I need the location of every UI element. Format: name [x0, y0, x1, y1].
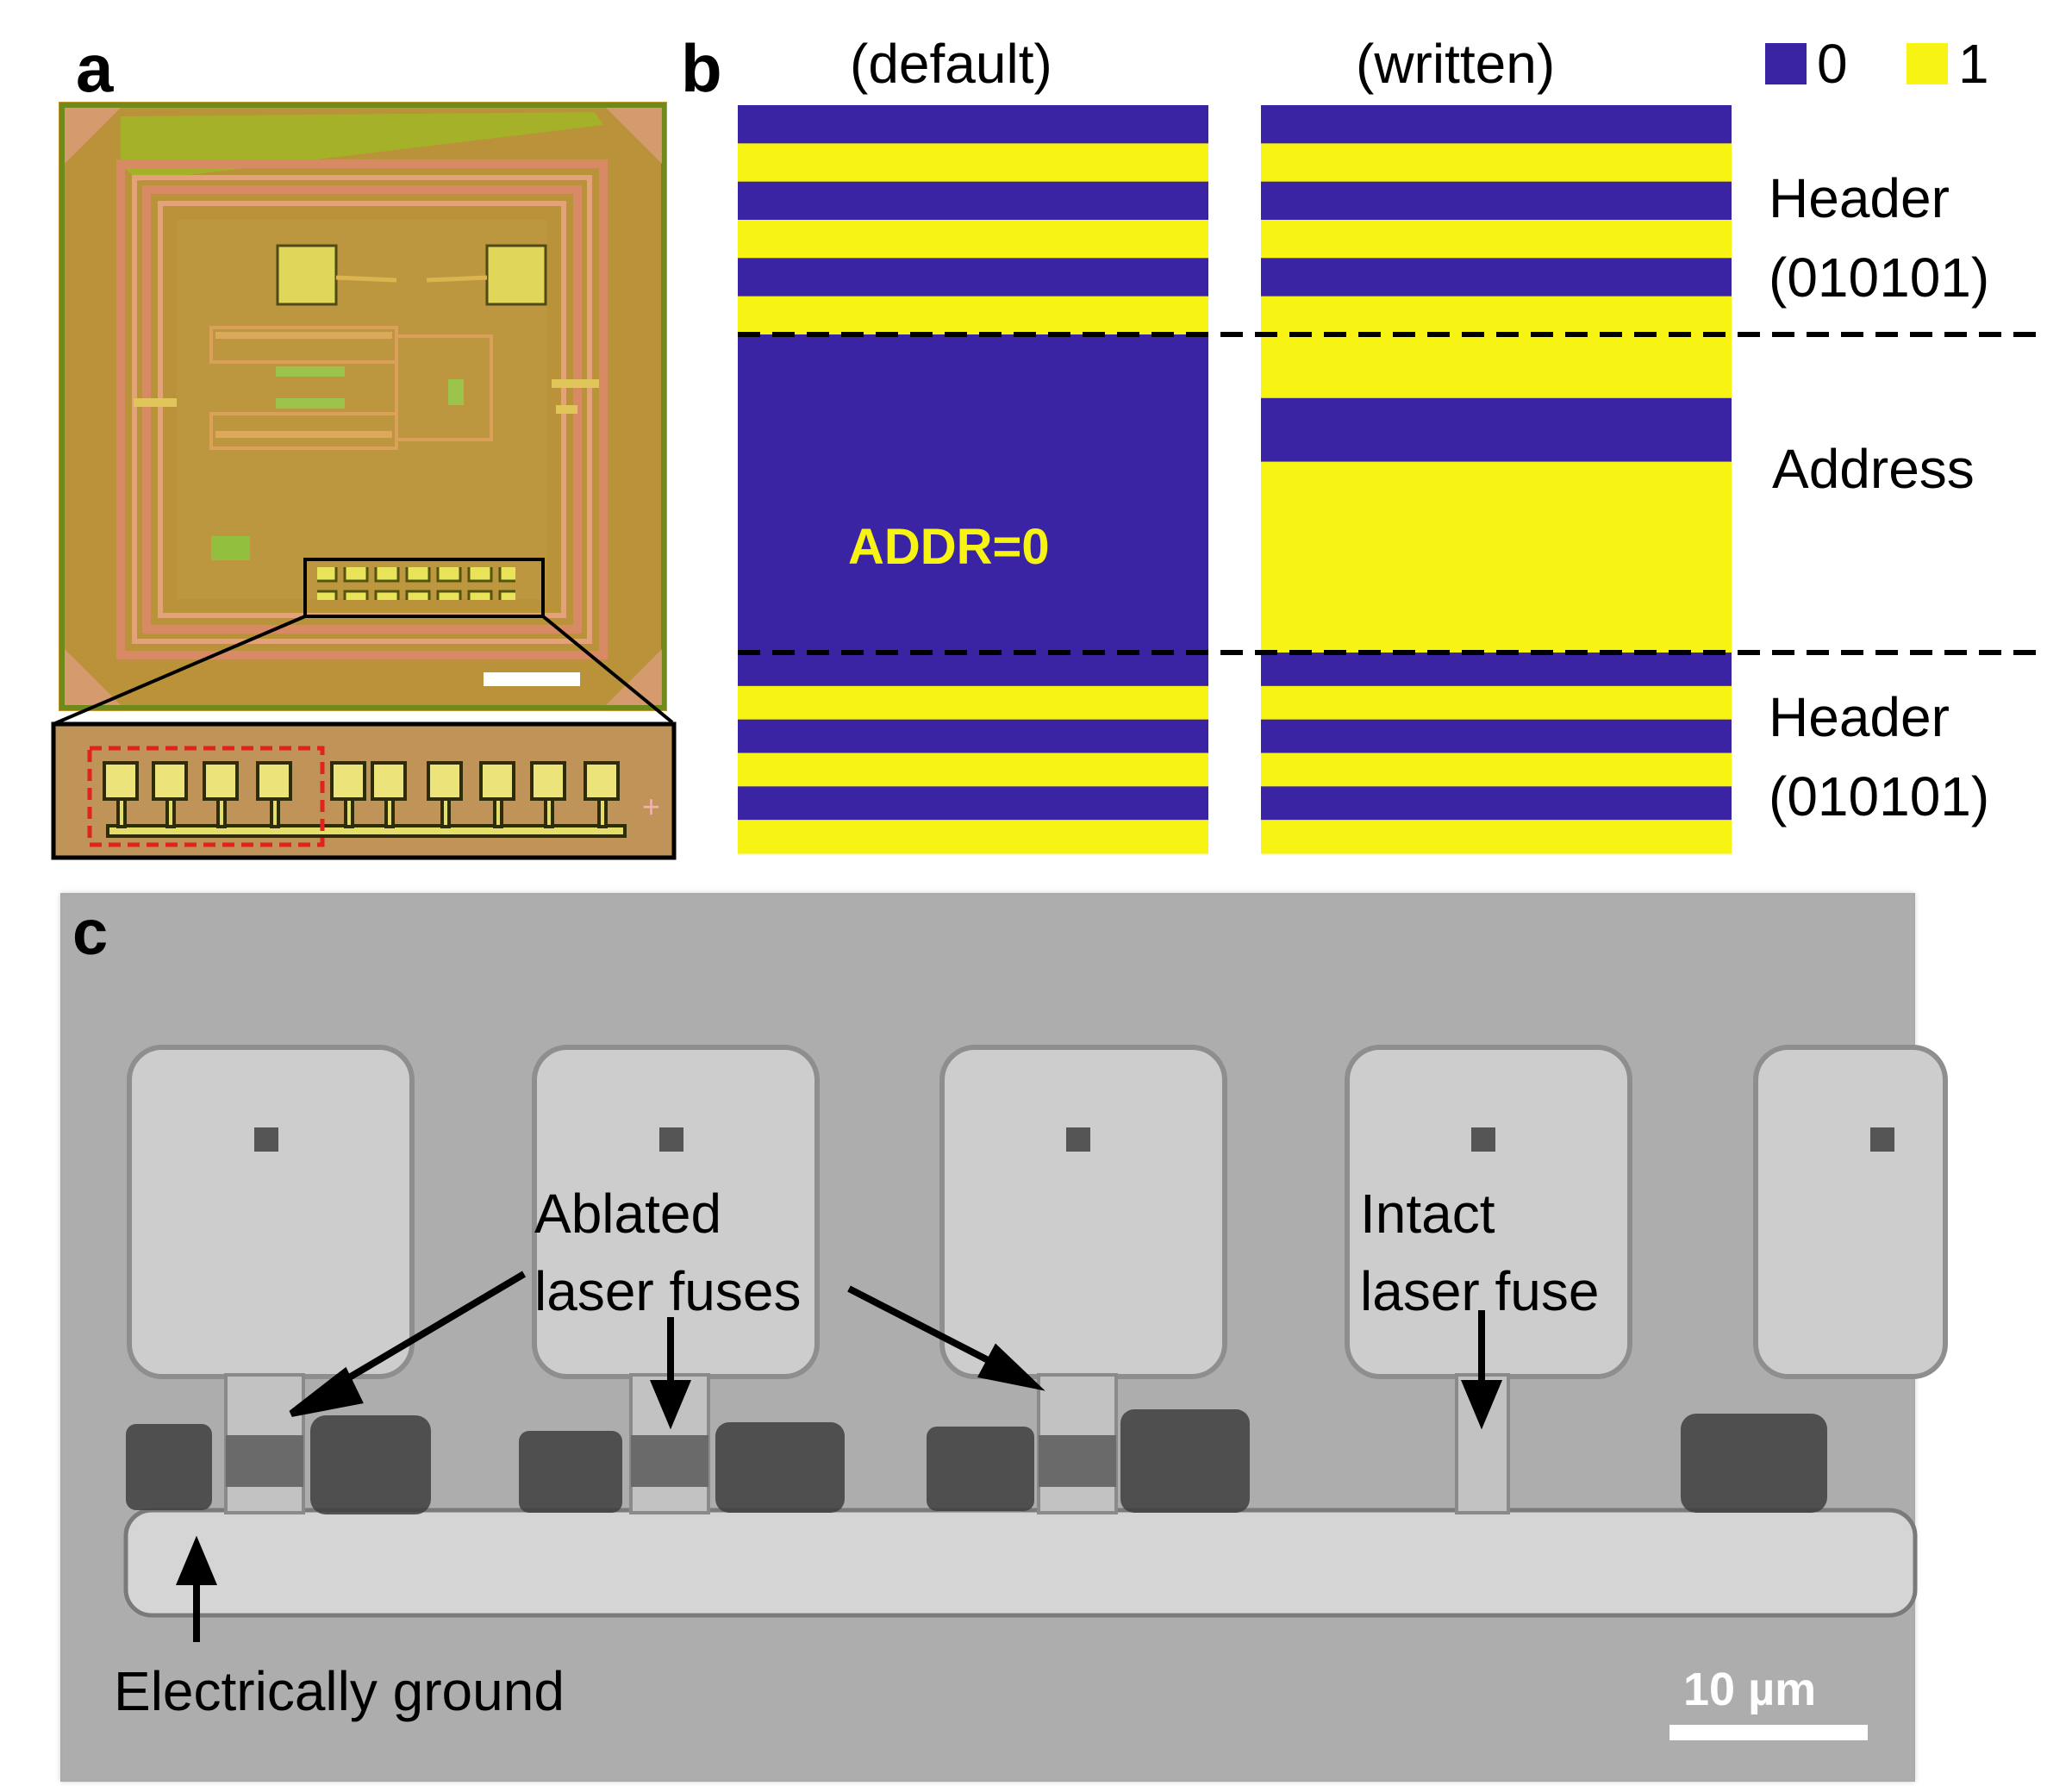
address-label-default: ADDR=0 — [848, 519, 1050, 575]
bit-written-header-1 — [1261, 143, 1732, 183]
panel-c-sem-image — [60, 893, 1948, 1782]
annotation-ablated-fuses: Ablated laser fuses — [534, 1175, 801, 1330]
bit-written-address-4 — [1261, 589, 1732, 653]
bit-default-address-3 — [738, 525, 1208, 590]
section-label-address: Address — [1772, 438, 1975, 500]
annotation-intact-line-1: Intact — [1360, 1183, 1495, 1245]
panel-label-b: b — [681, 30, 722, 106]
section-label-header-top: Header — [1769, 167, 1950, 229]
bit-default-address-1 — [738, 397, 1208, 463]
panel-label-c: c — [72, 896, 109, 968]
bit-written-address-0 — [1261, 334, 1732, 399]
bit-default-footer-3 — [738, 752, 1208, 787]
bit-written-address-3 — [1261, 525, 1732, 590]
section-label-header-bottom: Header — [1769, 686, 1950, 748]
bit-default-header-3 — [738, 220, 1208, 259]
bit-written-footer-4 — [1261, 786, 1732, 821]
panel-a-micrograph — [59, 102, 667, 711]
annotation-electrically-ground: Electrically ground — [114, 1660, 565, 1722]
bit-written-footer-1 — [1261, 685, 1732, 721]
bit-default-footer-0 — [738, 653, 1208, 687]
legend-swatch-1 — [1907, 43, 1948, 84]
bit-default-footer-4 — [738, 786, 1208, 821]
annotation-ablated-line-2: laser fuses — [534, 1260, 802, 1322]
bit-written-header-3 — [1261, 220, 1732, 259]
bit-default-header-0 — [738, 105, 1208, 144]
bit-default-header-4 — [738, 258, 1208, 297]
panel-a-zoom-inset: + — [51, 721, 677, 860]
bit-default-header-5 — [738, 296, 1208, 335]
panel-b-bit-columns — [738, 43, 2043, 854]
section-label-header-bottom-code: (010101) — [1769, 765, 1990, 827]
legend-label-0: 0 — [1817, 33, 1848, 95]
bit-default-footer-5 — [738, 820, 1208, 854]
bit-written-footer-0 — [1261, 653, 1732, 687]
legend-swatch-0 — [1765, 43, 1807, 84]
bit-written-header-5 — [1261, 296, 1732, 335]
address-label-written: ADDR=23(10111) — [1274, 519, 1670, 575]
bit-written-address-2 — [1261, 461, 1732, 526]
bit-default-footer-1 — [738, 685, 1208, 721]
panel-label-a: a — [76, 30, 114, 106]
scale-bar-label: 10 µm — [1683, 1664, 1817, 1715]
bit-written-footer-3 — [1261, 752, 1732, 787]
legend-label-1: 1 — [1958, 33, 1989, 95]
bit-default-address-4 — [738, 589, 1208, 653]
annotation-intact-fuse: Intact laser fuse — [1360, 1175, 1599, 1330]
bit-written-header-2 — [1261, 181, 1732, 221]
bit-default-footer-2 — [738, 719, 1208, 754]
bit-written-header-4 — [1261, 258, 1732, 297]
bit-default-address-0 — [738, 334, 1208, 399]
column-title-written: (written) — [1356, 33, 1556, 95]
bit-column-default — [738, 105, 1208, 854]
bit-default-header-2 — [738, 181, 1208, 221]
section-label-header-top-code: (010101) — [1769, 247, 1990, 309]
bit-written-footer-5 — [1261, 820, 1732, 854]
annotation-intact-line-2: laser fuse — [1360, 1260, 1600, 1322]
bit-default-address-2 — [738, 461, 1208, 526]
annotation-ablated-line-1: Ablated — [534, 1183, 722, 1245]
bit-default-header-1 — [738, 143, 1208, 183]
bit-written-footer-2 — [1261, 719, 1732, 754]
column-title-default: (default) — [850, 33, 1052, 95]
bit-written-header-0 — [1261, 105, 1732, 144]
bit-written-address-1 — [1261, 397, 1732, 463]
bit-column-written — [1261, 105, 1732, 854]
svg-text:+: + — [642, 789, 660, 824]
